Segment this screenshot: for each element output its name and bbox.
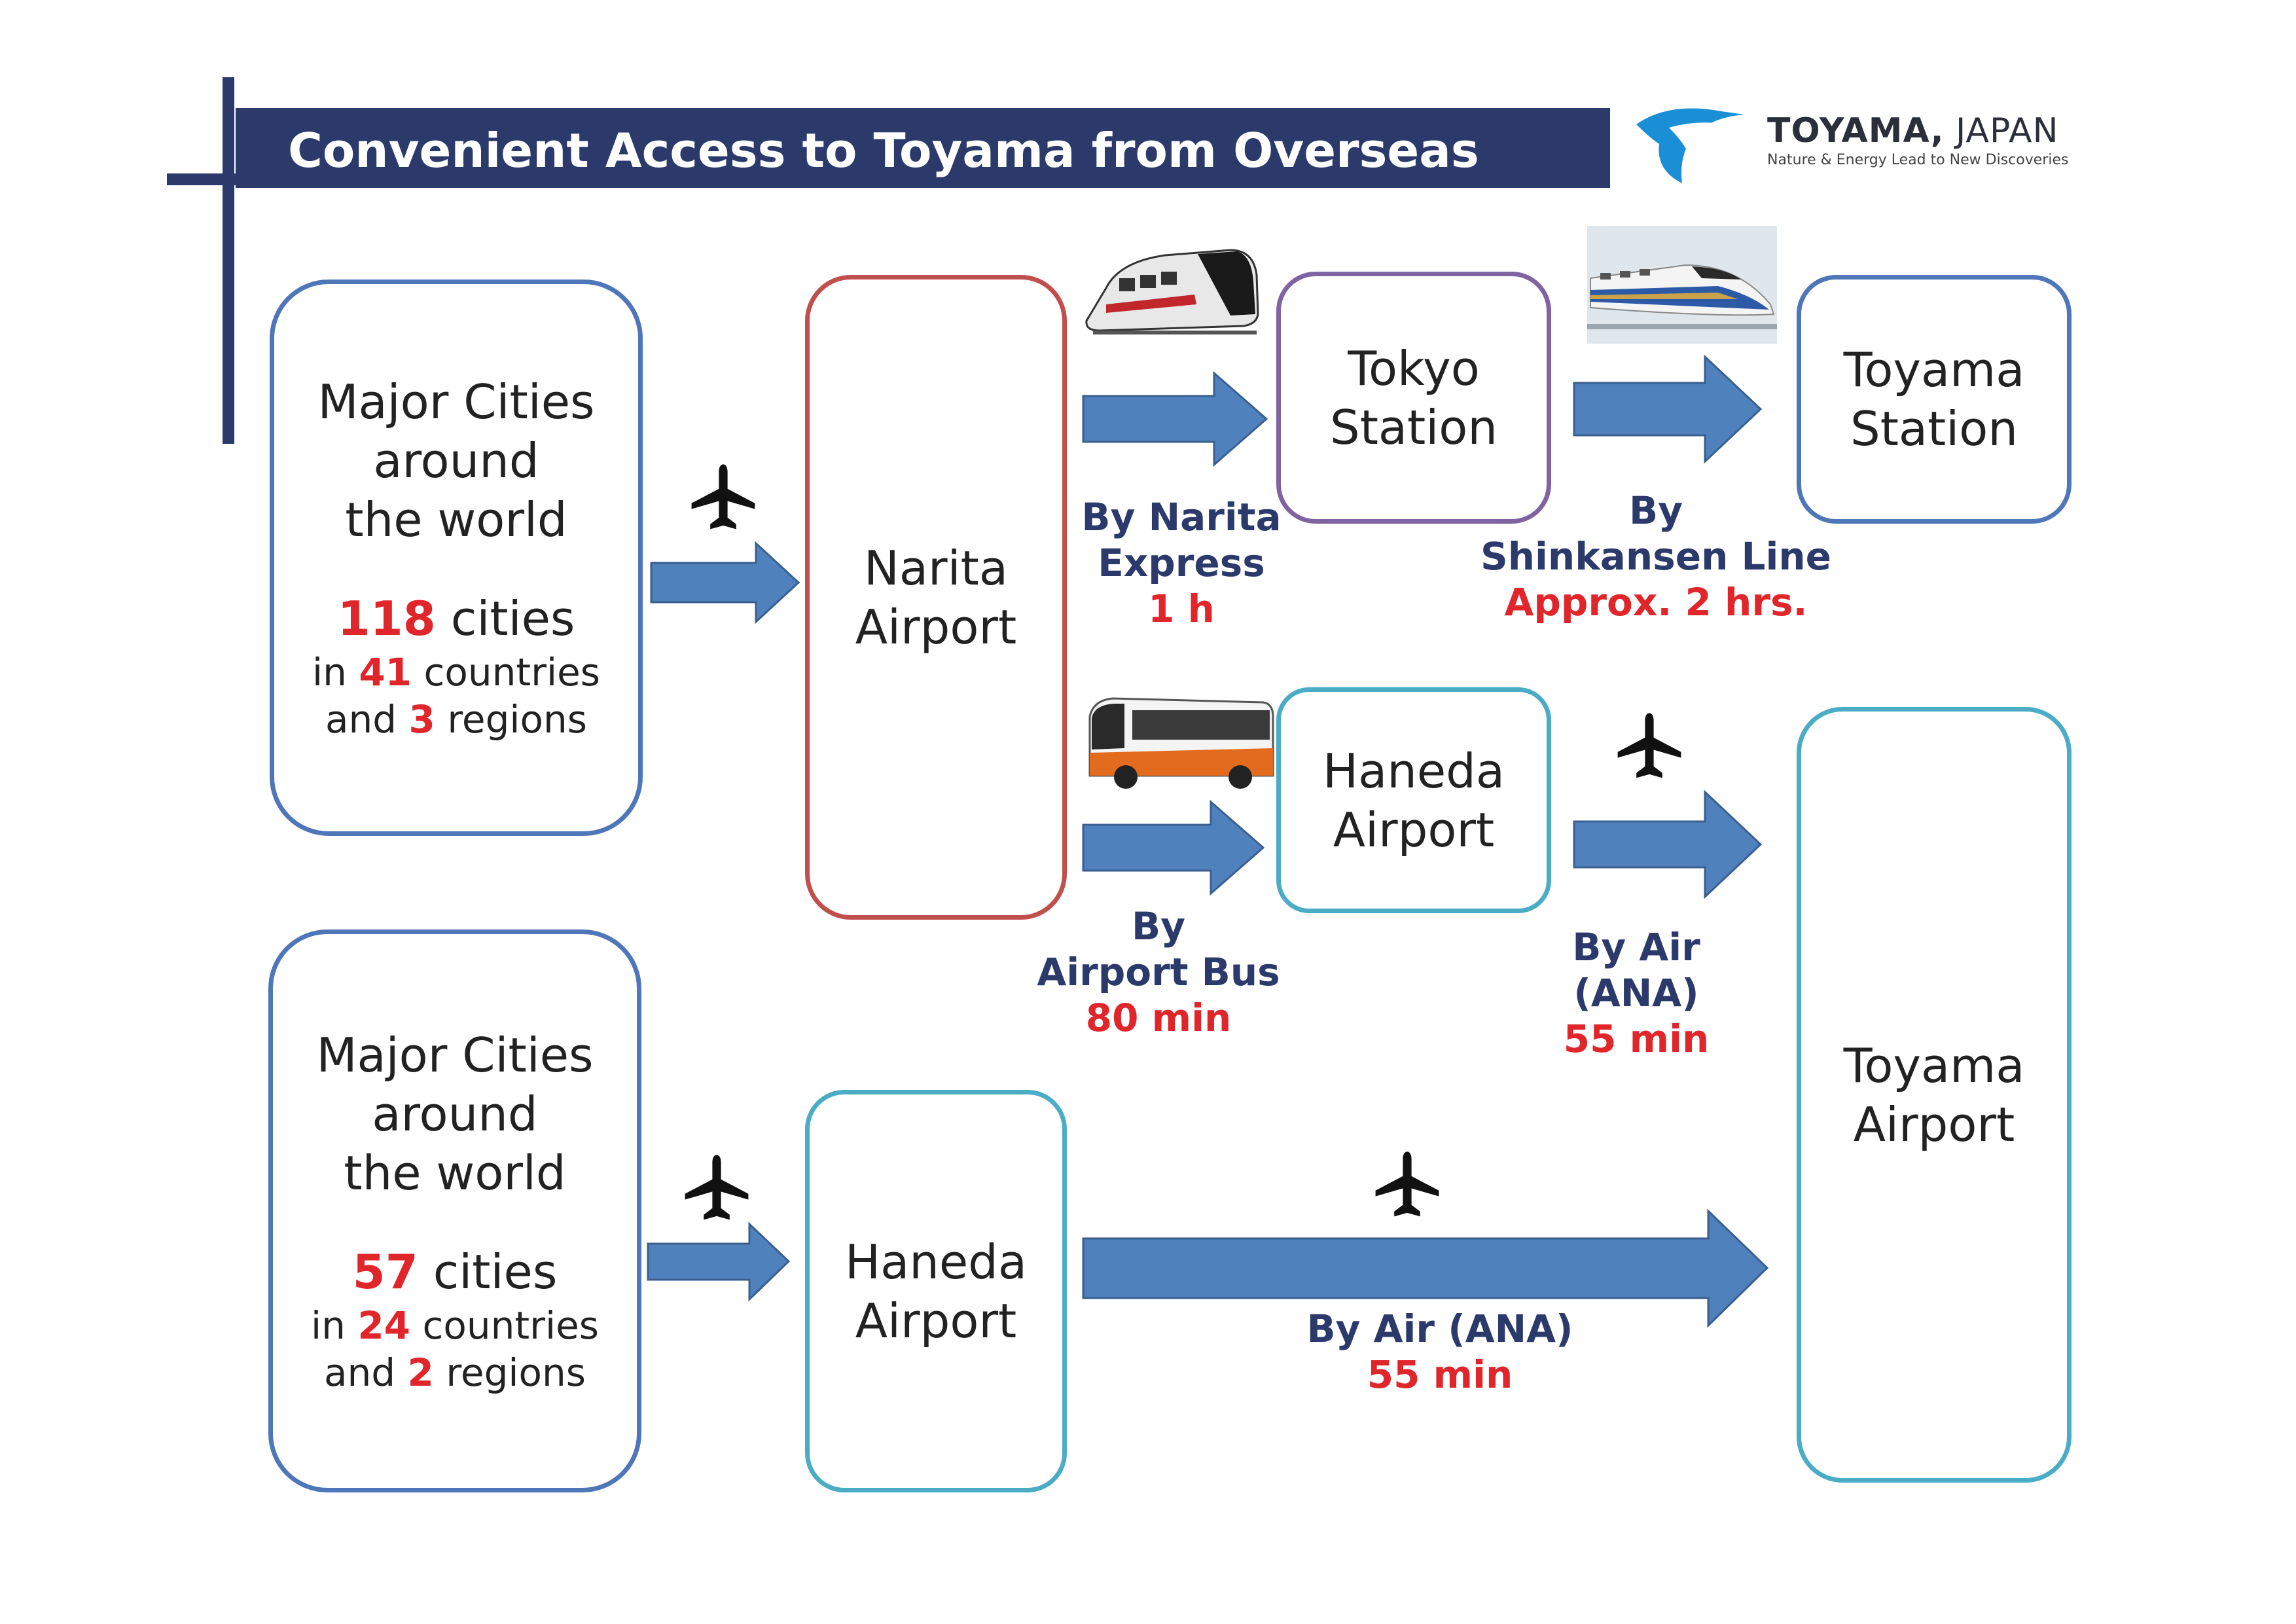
logo-wordmark: TOYAMA, JAPAN xyxy=(1767,111,2058,151)
origin-top-cities-num: 118 xyxy=(337,591,436,646)
arrow-origin-top-to-narita xyxy=(650,541,800,624)
origin-bottom-countries-word: countries xyxy=(410,1303,599,1348)
arrow-narita-to-haneda xyxy=(1082,799,1265,896)
title-banner xyxy=(236,108,1610,188)
page-title: Convenient Access to Toyama from Oversea… xyxy=(288,123,1479,178)
toyama-airport-line2: Airport xyxy=(1853,1096,2015,1152)
origin-top-cities: 118 cities xyxy=(338,588,575,649)
logo-wordmark-rest: JAPAN xyxy=(1944,111,2059,151)
origin-top-regions-word: regions xyxy=(435,697,587,742)
narita-line1: Narita xyxy=(864,540,1008,596)
narita-express-line2: Express xyxy=(1098,541,1265,585)
header-vertical-rule xyxy=(223,77,234,444)
origin-top-cities-word: cities xyxy=(435,591,575,646)
origin-top-countries: in 41 countries xyxy=(312,649,600,696)
route-label-airport-bus: By Airport Bus 80 min xyxy=(1021,903,1296,1041)
tokyo-station-box: Tokyo Station xyxy=(1276,272,1551,524)
origin-cities-bottom-box: Major Cities around the world 57 cities … xyxy=(268,929,641,1492)
origin-top-regions-prefix: and xyxy=(325,697,409,742)
origin-top-line1: Major Cities xyxy=(317,374,595,429)
origin-top-countries-word: countries xyxy=(412,650,600,695)
origin-bottom-cities-word: cities xyxy=(418,1244,558,1299)
haneda-bottom-line1: Haneda xyxy=(844,1234,1027,1290)
narita-airport-box: Narita Airport xyxy=(805,275,1067,920)
toyama-airport-line1: Toyama xyxy=(1843,1038,2025,1093)
origin-top-line2: around xyxy=(373,433,539,488)
origin-top-countries-num: 41 xyxy=(359,650,412,695)
airport-bus-line1: By xyxy=(1131,904,1185,948)
origin-cities-top-box: Major Cities around the world 118 cities… xyxy=(270,280,643,836)
air-mid-line1: By Air xyxy=(1572,925,1700,969)
toyama-station-line1: Toyama xyxy=(1843,342,2025,397)
airport-bus-time: 80 min xyxy=(1085,996,1232,1040)
air-mid-time: 55 min xyxy=(1563,1017,1710,1061)
air-mid-line2: (ANA) xyxy=(1573,971,1699,1015)
airport-bus-icon xyxy=(1088,697,1274,789)
air-bottom-line1: By Air (ANA) xyxy=(1306,1307,1573,1351)
route-label-shinkansen: By Shinkansen Line Approx. 2 hrs. xyxy=(1460,488,1852,625)
narita-express-time: 1 h xyxy=(1148,586,1215,631)
origin-top-regions: and 3 regions xyxy=(325,696,587,743)
airplane-icon xyxy=(687,461,759,533)
origin-bottom-countries: in 24 countries xyxy=(311,1302,599,1349)
toyama-station-line2: Station xyxy=(1850,401,2018,456)
arrow-origin-bottom-to-haneda xyxy=(647,1221,791,1302)
origin-top-regions-num: 3 xyxy=(408,697,435,742)
shinkansen-line2: Shinkansen Line xyxy=(1480,534,1832,579)
route-label-narita-express: By Narita Express 1 h xyxy=(1060,494,1302,632)
arrow-haneda-to-toyama-airport-bottom xyxy=(1082,1208,1769,1328)
narita-express-line1: By Narita xyxy=(1081,495,1282,539)
airplane-icon xyxy=(681,1152,753,1224)
origin-bottom-cities-num: 57 xyxy=(352,1244,418,1299)
haneda-mid-line2: Airport xyxy=(1333,802,1495,857)
airport-bus-line2: Airport Bus xyxy=(1037,950,1280,994)
origin-bottom-regions-num: 2 xyxy=(407,1350,434,1395)
origin-bottom-cities: 57 cities xyxy=(353,1242,558,1302)
arrow-tokyo-to-toyama-station xyxy=(1573,354,1763,464)
shinkansen-line1: By xyxy=(1628,488,1683,533)
origin-bottom-regions-prefix: and xyxy=(323,1350,408,1395)
narita-line2: Airport xyxy=(855,599,1017,655)
toyama-logo xyxy=(1617,85,2140,196)
shinkansen-time: Approx. 2 hrs. xyxy=(1504,580,1808,624)
route-label-air-mid: By Air (ANA) 55 min xyxy=(1545,924,1728,1062)
arrow-haneda-to-toyama-airport-mid xyxy=(1573,789,1763,899)
logo-tagline: Nature & Energy Lead to New Discoveries xyxy=(1767,152,2069,168)
tokyo-line1: Tokyo xyxy=(1348,340,1480,396)
origin-bottom-line1: Major Cities xyxy=(316,1028,594,1083)
tokyo-line2: Station xyxy=(1330,399,1498,455)
toyama-airport-box: Toyama Airport xyxy=(1797,707,2072,1483)
origin-bottom-line3: the world xyxy=(344,1146,566,1200)
header-horizontal-rule xyxy=(167,173,239,185)
haneda-airport-mid-box: Haneda Airport xyxy=(1276,687,1551,913)
air-bottom-time: 55 min xyxy=(1367,1352,1513,1397)
origin-top-countries-prefix: in xyxy=(312,650,359,695)
toyama-station-box: Toyama Station xyxy=(1797,275,2072,524)
origin-bottom-regions-word: regions xyxy=(433,1350,586,1395)
airplane-icon xyxy=(1613,710,1685,782)
shinkansen-train-icon xyxy=(1587,226,1777,344)
origin-bottom-regions: and 2 regions xyxy=(324,1349,586,1396)
airplane-icon xyxy=(1371,1149,1443,1221)
origin-bottom-countries-num: 24 xyxy=(357,1303,411,1348)
haneda-airport-bottom-box: Haneda Airport xyxy=(805,1090,1067,1492)
narita-express-train-icon xyxy=(1085,249,1259,334)
logo-wordmark-bold: TOYAMA, xyxy=(1767,111,1945,151)
origin-top-line3: the world xyxy=(345,492,567,547)
haneda-bottom-line2: Airport xyxy=(855,1293,1017,1348)
origin-bottom-countries-prefix: in xyxy=(311,1303,358,1348)
toyama-logo-icon xyxy=(1636,108,1744,183)
arrow-narita-to-tokyo xyxy=(1082,370,1268,467)
route-label-air-bottom: By Air (ANA) 55 min xyxy=(1244,1306,1636,1398)
haneda-mid-line1: Haneda xyxy=(1322,743,1505,799)
origin-bottom-line2: around xyxy=(372,1087,538,1142)
